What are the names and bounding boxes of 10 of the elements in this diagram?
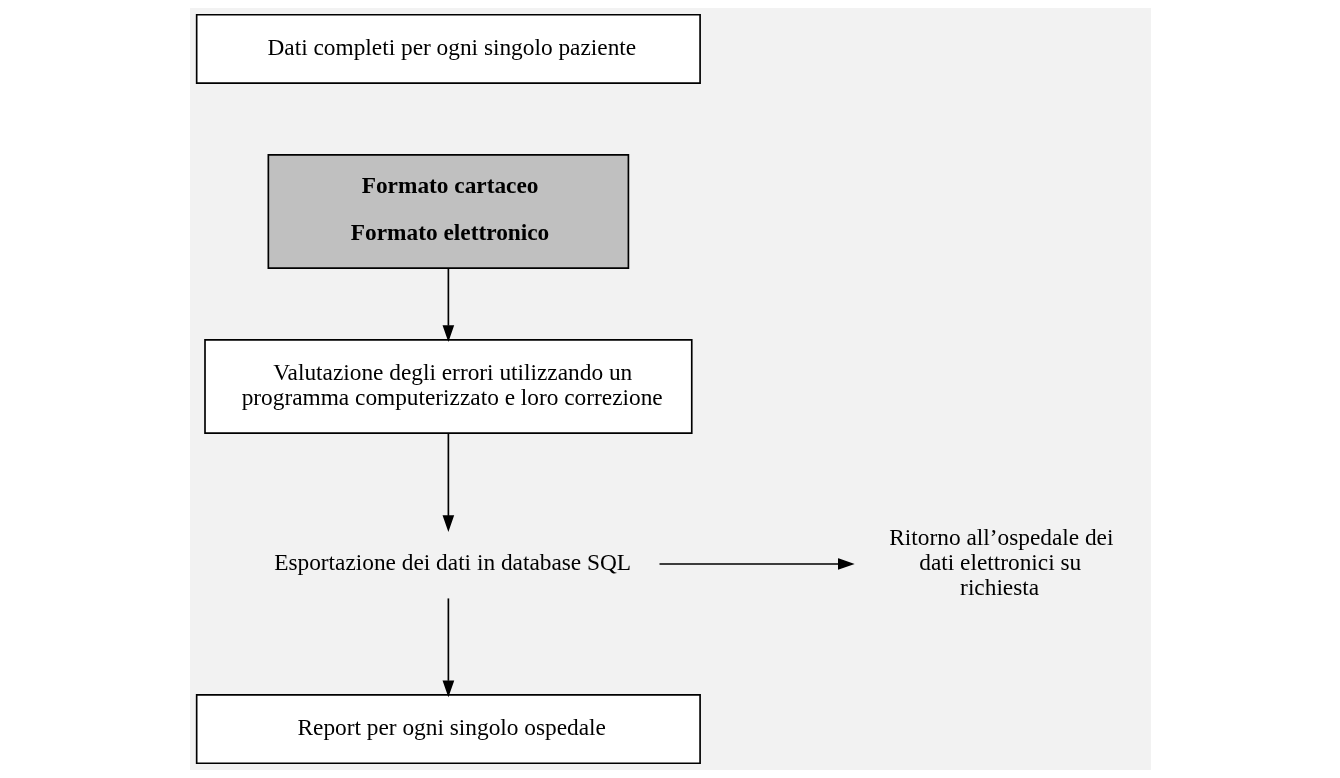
node-text: Ritorno all’ospedale dei dati elettronici su richiesta — [888, 524, 1113, 601]
node-box: Report per ogni singolo ospedale — [195, 694, 701, 765]
node-box: Dati completi per ogni singolo paziente — [195, 13, 701, 84]
node-box: Formato cartaceo Formato elettronico — [267, 153, 629, 269]
arrow — [442, 267, 454, 342]
node-text: Esportazione dei dati in database SQL — [273, 549, 631, 576]
arrow — [442, 432, 454, 532]
node-box: Valutazione degli errori utilizzando un programma computerizzato e loro correzione — [203, 339, 693, 434]
arrow — [442, 597, 454, 698]
arrow — [658, 558, 855, 570]
